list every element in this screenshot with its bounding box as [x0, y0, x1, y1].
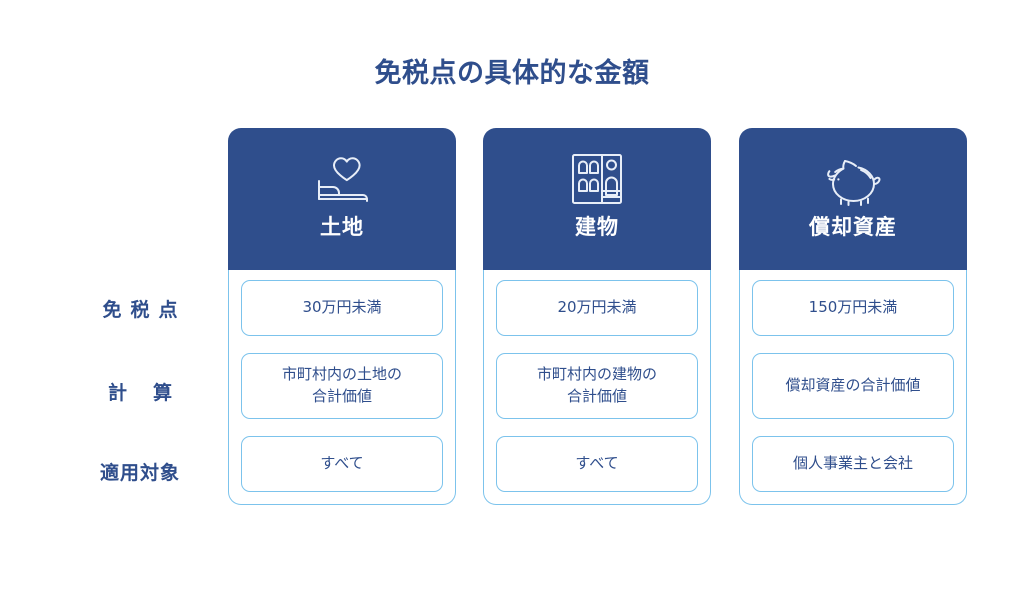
column-card-depreciable-assets: 償却資産 150万円未満 償却資産の合計価値 個人事業主と会社	[739, 128, 967, 505]
card-title-building: 建物	[575, 215, 619, 239]
cell-line: 償却資産の合計価値	[785, 376, 921, 395]
cell-assets-calculation: 償却資産の合計価値	[752, 353, 954, 419]
cell-line: 市町村内の土地の	[281, 365, 402, 384]
bed-heart-icon	[307, 148, 377, 210]
row-label-calculation: 計算	[107, 382, 198, 404]
comparison-table: 免税点 計算 適用対象 土地 30万円未満 市町村内	[0, 128, 1024, 528]
cell-land-calculation: 市町村内の土地の 合計価値	[241, 353, 443, 419]
cell-land-target: すべて	[241, 436, 443, 492]
cell-building-target: すべて	[496, 436, 698, 492]
column-card-building: 建物 20万円未満 市町村内の建物の 合計価値 すべて	[483, 128, 711, 505]
cell-land-exemption: 30万円未満	[241, 280, 443, 336]
cell-line: 合計価値	[566, 387, 627, 405]
cell-assets-target: 個人事業主と会社	[752, 436, 954, 492]
card-header-building: 建物	[483, 128, 711, 270]
column-card-land: 土地 30万円未満 市町村内の土地の 合計価値 すべて	[228, 128, 456, 505]
cell-building-exemption: 20万円未満	[496, 280, 698, 336]
card-header-depreciable-assets: 償却資産	[739, 128, 967, 270]
cell-line: 市町村内の建物の	[536, 365, 657, 384]
cell-line: 30万円未満	[302, 298, 382, 317]
card-title-land: 土地	[320, 215, 364, 239]
card-body-depreciable-assets: 150万円未満 償却資産の合計価値 個人事業主と会社	[739, 270, 967, 505]
row-label-tax-exemption-point: 免税点	[102, 299, 187, 321]
cell-line: 150万円未満	[808, 298, 898, 317]
card-body-building: 20万円未満 市町村内の建物の 合計価値 すべて	[483, 270, 711, 505]
cell-line: 合計価値	[311, 387, 372, 405]
page-title: 免税点の具体的な金額	[374, 58, 650, 89]
card-title-depreciable-assets: 償却資産	[809, 215, 897, 239]
cell-line: 20万円未満	[557, 298, 637, 317]
cell-assets-exemption: 150万円未満	[752, 280, 954, 336]
cell-line: すべて	[320, 454, 364, 473]
piggy-bank-icon	[818, 148, 888, 210]
row-label-applicable-target: 適用対象	[99, 462, 180, 484]
building-icon	[562, 148, 632, 210]
card-header-land: 土地	[228, 128, 456, 270]
cell-building-calculation: 市町村内の建物の 合計価値	[496, 353, 698, 419]
cell-line: 個人事業主と会社	[792, 454, 913, 473]
cell-line: すべて	[575, 454, 619, 473]
card-body-land: 30万円未満 市町村内の土地の 合計価値 すべて	[228, 270, 456, 505]
